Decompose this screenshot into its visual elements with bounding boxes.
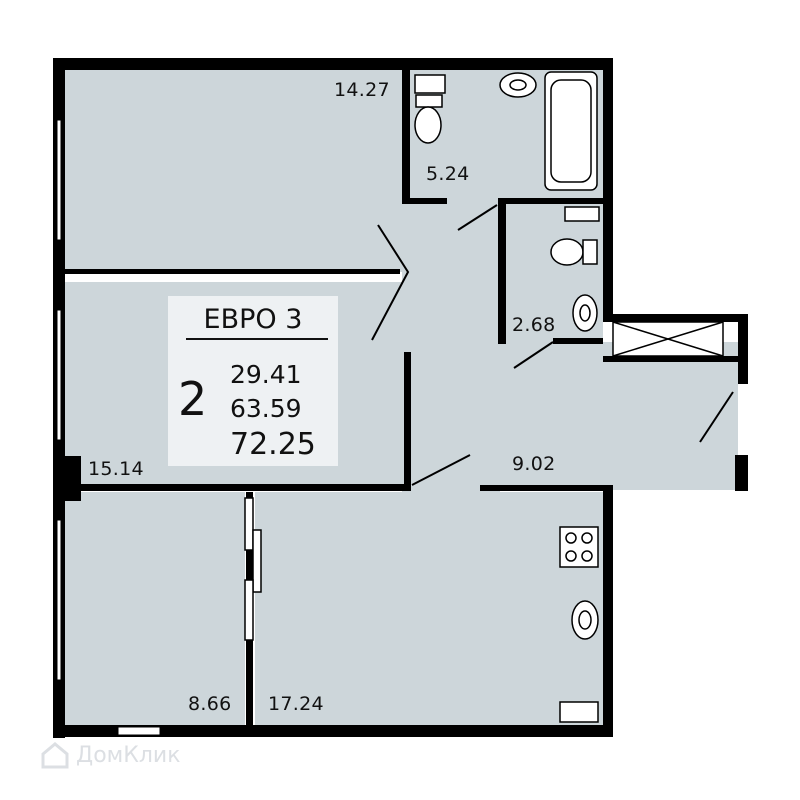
wall-living-bottom: [65, 484, 411, 491]
wall-right-lower: [603, 486, 613, 737]
title-underline: [186, 338, 328, 340]
room-fill-bedroom: [65, 70, 402, 272]
wall-bedroom-bottom: [65, 269, 400, 274]
windows: [56, 119, 161, 736]
burner-2: [581, 532, 593, 544]
burner-1: [565, 532, 577, 544]
slide-panel-1: [244, 497, 254, 551]
summary-panel: ЕВРО 3 2 29.41 63.59 72.25: [168, 296, 338, 466]
shaft-cross-2: [612, 321, 724, 357]
window-left-3: [56, 519, 62, 681]
room-fill-storage: [65, 492, 245, 725]
wc-toilet: [550, 238, 584, 266]
room-area-kitchen: 17.24: [268, 693, 324, 715]
kitchen-unit: [559, 701, 599, 723]
window-left-2: [56, 309, 62, 441]
watermark-text: ДомКлик: [76, 742, 181, 768]
door-wc: [513, 341, 554, 369]
room-fill-hall: [402, 202, 500, 492]
room-area-living: 15.14: [88, 458, 144, 480]
watermark: ДомКлик: [40, 740, 181, 770]
rooms-count: 2: [178, 372, 208, 426]
slide-panel-2: [252, 529, 262, 593]
stove: [559, 526, 599, 568]
wc-toilet-tank: [582, 239, 598, 265]
wall-bath-bottom: [402, 198, 447, 204]
door-bath: [457, 204, 498, 231]
wall-balcony-right-lower: [735, 455, 748, 491]
room-area-bedroom: 14.27: [334, 79, 390, 101]
wall-wc-top: [498, 198, 603, 204]
burner-4: [581, 550, 593, 562]
bath-cistern: [414, 74, 446, 94]
wall-balcony-top: [603, 314, 748, 322]
usable-area: 63.59: [230, 394, 302, 423]
wall-wc-left: [498, 202, 506, 344]
wall-balcony-bottom: [603, 356, 738, 362]
wall-wc-bottom: [553, 338, 603, 344]
sliding-door: [244, 497, 262, 641]
room-area-storage: 8.66: [188, 693, 232, 715]
wall-living-right: [404, 352, 411, 490]
plan-type-label: ЕВРО 3: [203, 304, 303, 335]
door-bedroom: [371, 224, 410, 341]
wall-top: [53, 58, 613, 70]
burner-3: [565, 550, 577, 562]
bath-toilet-tank: [415, 94, 443, 108]
door-swings: [371, 204, 734, 486]
door-living: [411, 454, 471, 486]
ventilation-shaft: [612, 321, 724, 357]
kitchen-sink-inner: [578, 610, 592, 630]
bathtub-inner: [550, 79, 592, 183]
bathroom-fixtures: [414, 71, 600, 332]
bath-toilet-bowl: [414, 106, 442, 144]
window-left: [56, 119, 62, 241]
door-balcony: [699, 391, 734, 443]
wall-bath-left: [402, 70, 410, 202]
total-area: 72.25: [230, 427, 316, 462]
room-area-bathroom: 5.24: [426, 163, 470, 185]
wall-balcony-right: [738, 314, 748, 384]
window-bottom: [117, 726, 161, 736]
living-area: 29.41: [230, 360, 302, 389]
room-fill-kitchen: [255, 492, 603, 725]
slide-panel-3: [244, 579, 254, 641]
bath-sink-inner: [509, 79, 527, 91]
wc-cistern: [564, 206, 600, 222]
house-icon: [41, 742, 69, 769]
room-fills: [65, 70, 738, 725]
wall-hall-bottom: [480, 485, 613, 491]
room-area-wc: 2.68: [512, 314, 556, 336]
room-fill-hall-2: [500, 342, 738, 490]
wall-column: [53, 456, 81, 501]
wall-right-upper: [603, 58, 613, 322]
kitchen-fixtures: [559, 526, 599, 723]
wc-sink-inner: [579, 304, 591, 322]
wall-bottom: [53, 725, 613, 737]
room-area-hall: 9.02: [512, 453, 556, 475]
walls: [53, 58, 748, 738]
